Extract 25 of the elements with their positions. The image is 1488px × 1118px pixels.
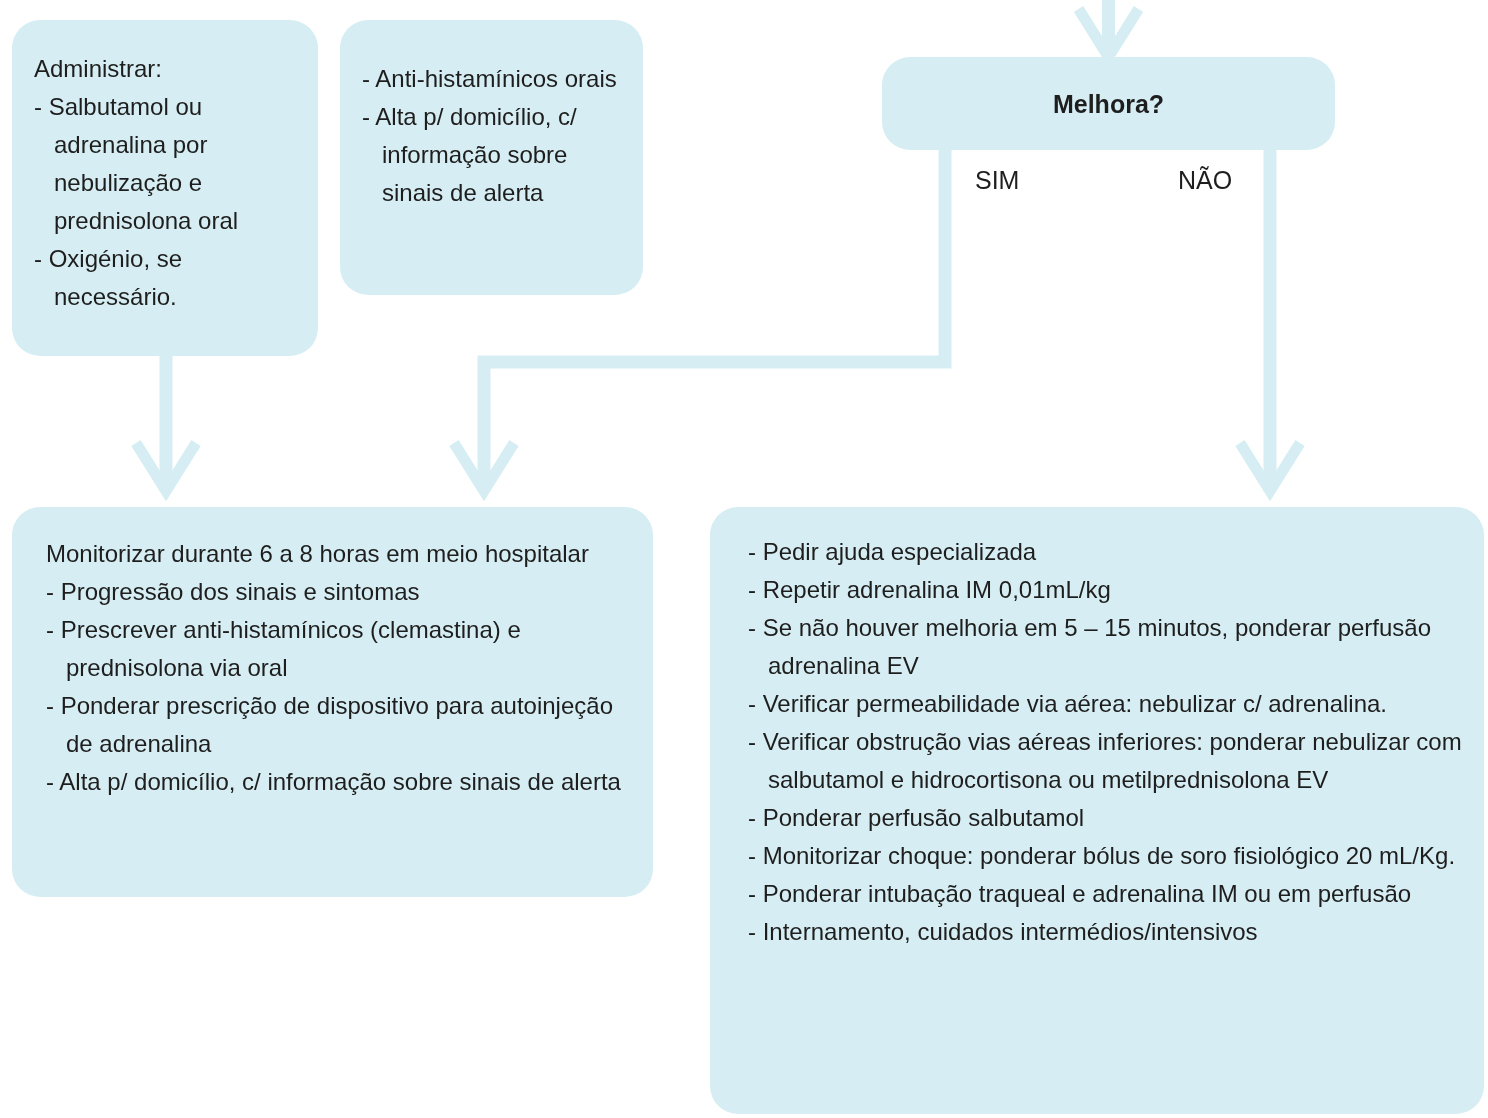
process-box — [12, 20, 318, 356]
list-item: Monitorizar durante 6 a 8 horas em meio hospitalar — [46, 539, 590, 569]
list-item: - Ponderar intubação traqueal e adrenalina IM ou em perfusão — [748, 879, 1413, 909]
list-item: - Salbutamol ou adrenalina por nebulização e prednisolona oral — [34, 92, 240, 236]
decision-question: Melhora? — [1052, 88, 1165, 120]
list-item: - Oxigénio, se necessário. — [34, 244, 184, 312]
edge-label: NÃO — [1178, 165, 1233, 195]
edge-label: SIM — [975, 165, 1020, 195]
list-item: - Ponderar perfusão salbutamol — [748, 803, 1086, 833]
list-item: - Verificar permeabilidade via aérea: nebulizar c/ adrenalina. — [748, 689, 1389, 719]
list-item: - Verificar obstrução vias aéreas inferiores: ponderar nebulizar com salbutamol e hidrocortisona ou metilprednisolona EV — [748, 727, 1463, 795]
list-item: - Ponderar prescrição de dispositivo para autoinjeção de adrenalina — [46, 691, 614, 759]
list-item: - Progressão dos sinais e sintomas — [46, 577, 421, 607]
process-box — [710, 507, 1484, 1114]
process-box — [12, 507, 653, 897]
list-item: - Internamento, cuidados intermédios/intensivos — [748, 917, 1259, 947]
list-item: Administrar: — [34, 54, 164, 84]
list-item: - Pedir ajuda especializada — [748, 537, 1038, 567]
list-item: - Prescrever anti-histamínicos (clemastina) e prednisolona via oral — [46, 615, 522, 683]
decision-box — [882, 57, 1335, 150]
list-item: - Monitorizar choque: ponderar bólus de soro fisiológico 20 mL/Kg. — [748, 841, 1457, 871]
list-item: - Alta p/ domicílio, c/ informação sobre sinais de alerta — [46, 767, 622, 797]
list-item: - Anti-histamínicos orais — [362, 64, 618, 94]
list-item: - Se não houver melhoria em 5 – 15 minutos, ponderar perfusão adrenalina EV — [748, 613, 1433, 681]
list-item: - Repetir adrenalina IM 0,01mL/kg — [748, 575, 1112, 605]
